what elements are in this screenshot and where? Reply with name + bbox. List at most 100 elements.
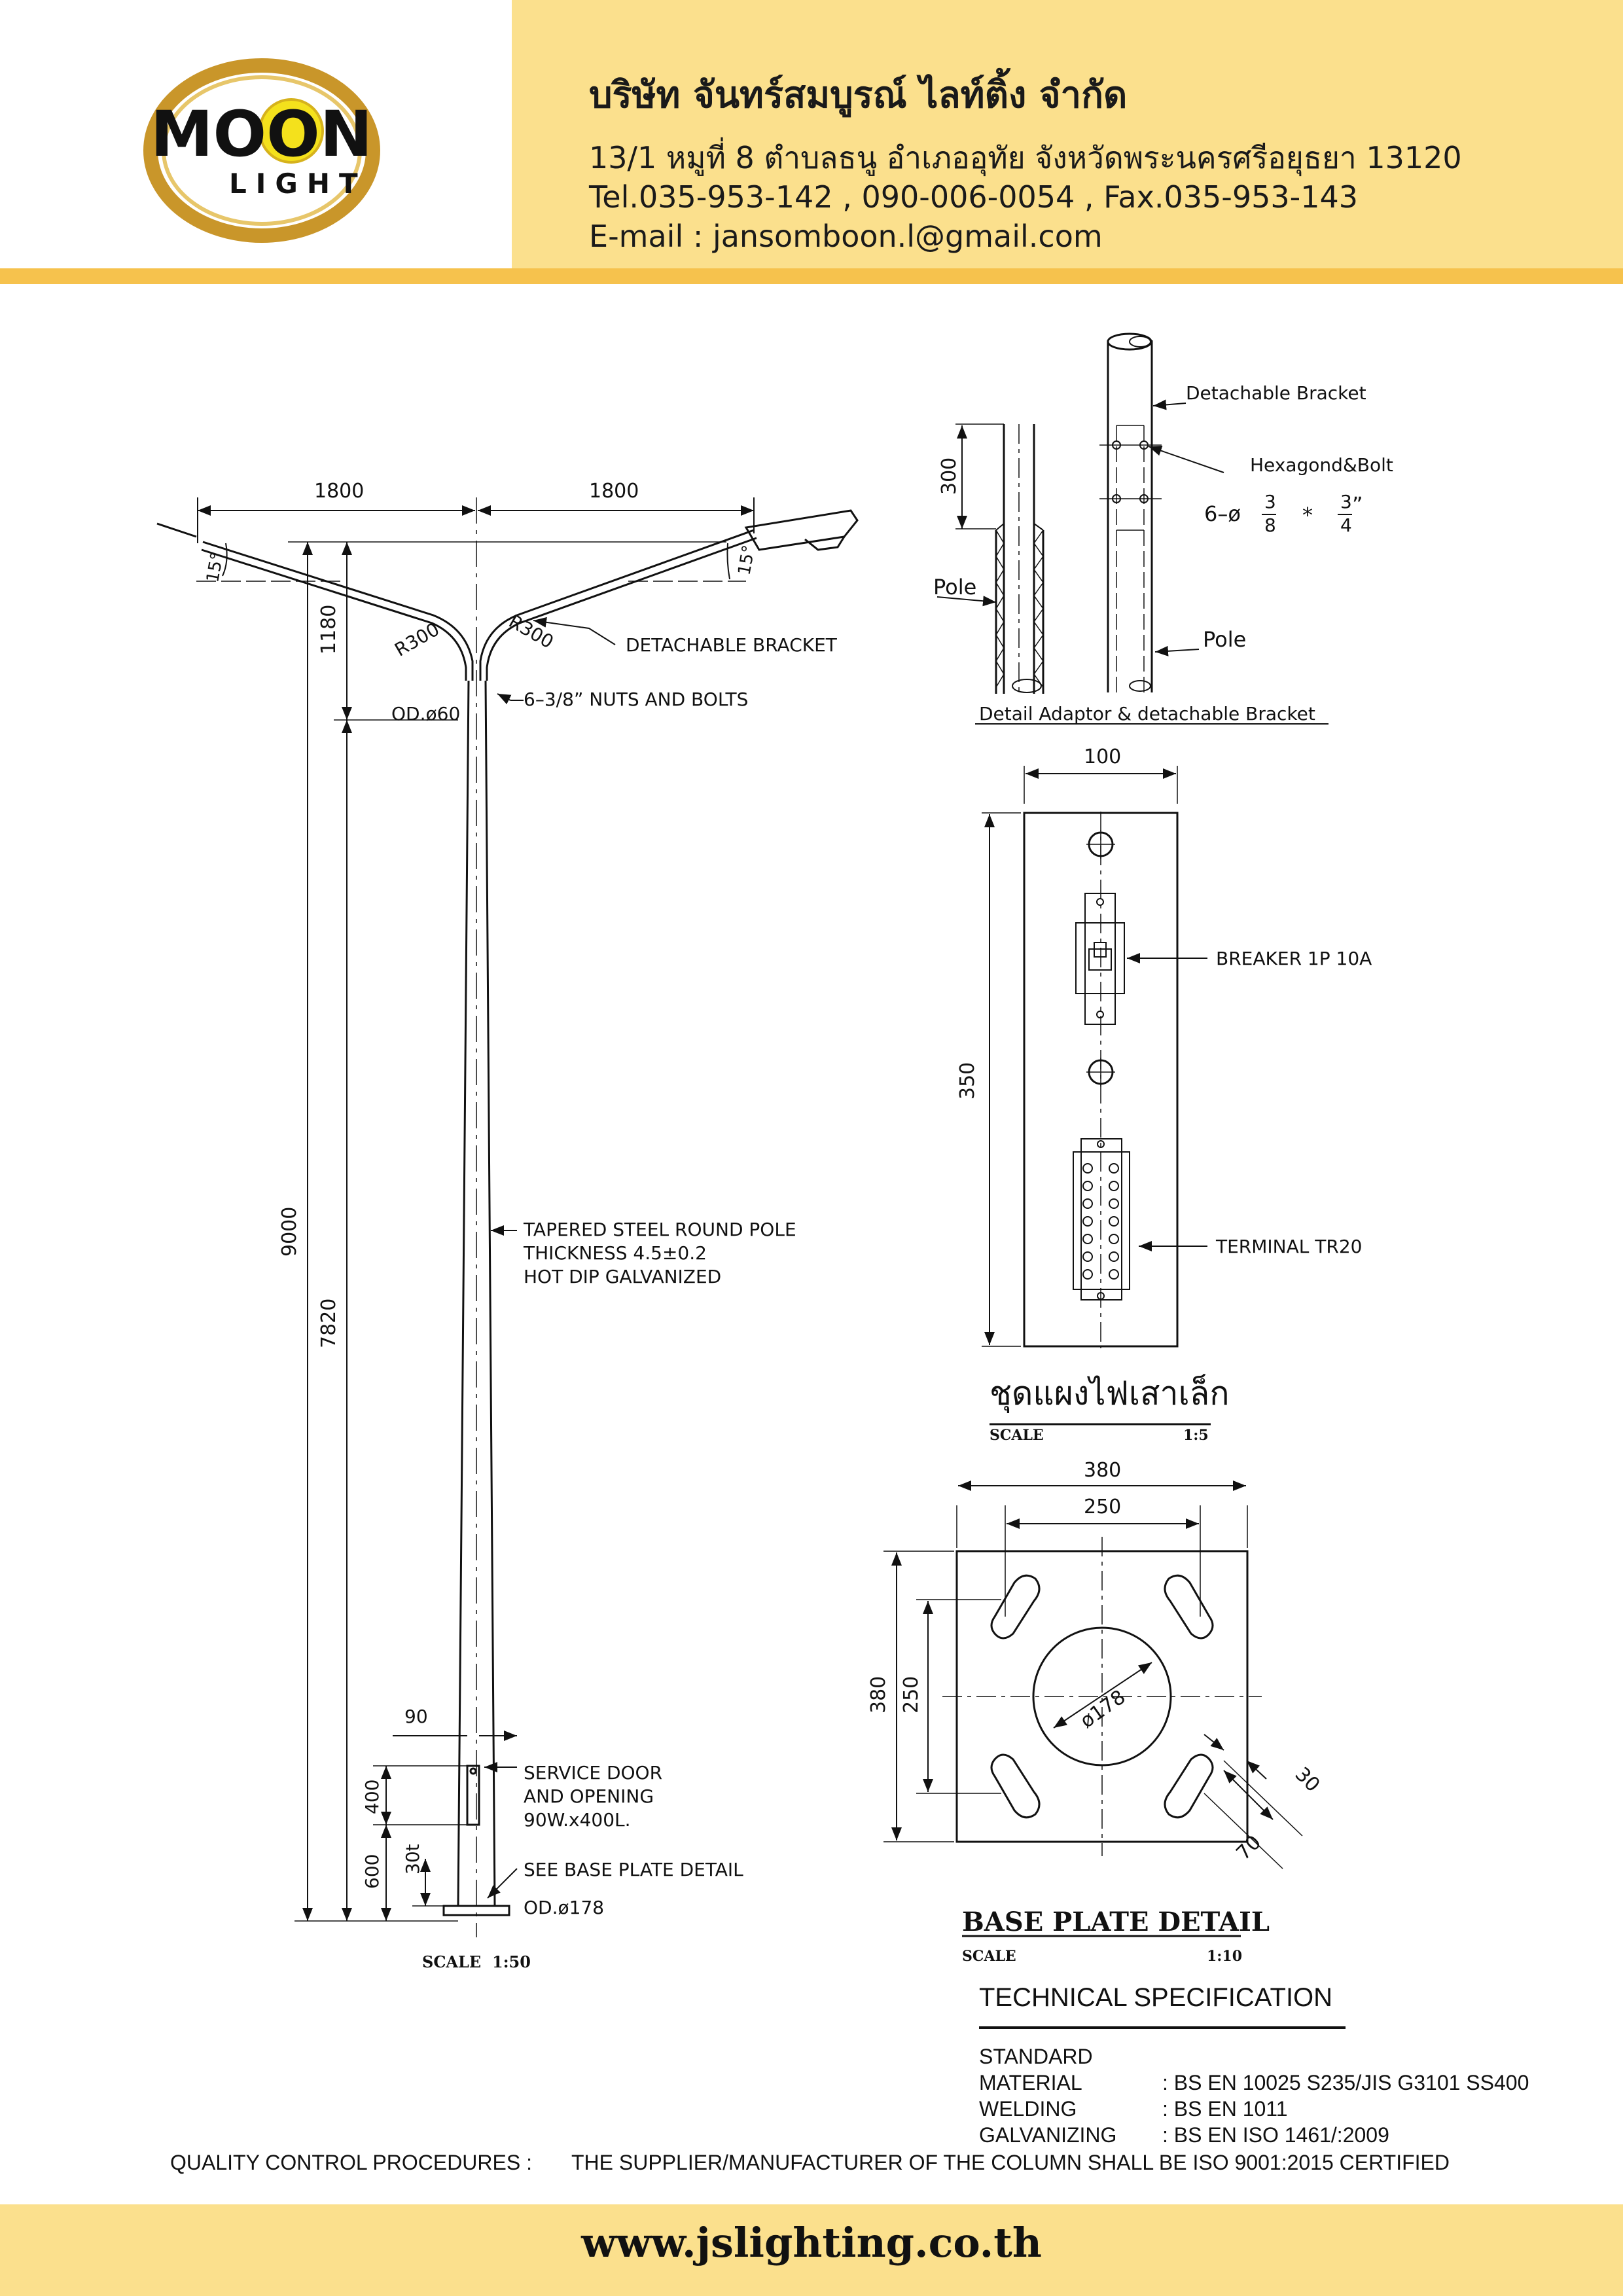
footer-band (0, 2204, 1623, 2296)
logo-bulb-icon (259, 98, 324, 164)
pole-scale-label: SCALE (422, 1952, 481, 1971)
tech-spec-standard: STANDARD (979, 2045, 1093, 2068)
logo-ring-inner (162, 75, 362, 226)
panel-scale-label: SCALE (990, 1427, 1044, 1444)
bolt-den-2: 4 (1340, 514, 1352, 536)
dim-arm-left: 1800 (314, 480, 364, 503)
tech-spec-rule (979, 2026, 1346, 2029)
door-screw-icon (469, 1767, 477, 1775)
base-outer-width: 380 (1084, 1459, 1121, 1482)
breaker-icon (1075, 893, 1125, 1025)
luminaire-lens (804, 536, 846, 551)
left-arm-end (156, 522, 197, 538)
dim-1180: 1180 (317, 605, 340, 655)
bracket-tube (1107, 340, 1153, 692)
tech-spec-key: GALVANIZING (979, 2123, 1117, 2147)
label-detachable-bracket: DETACHABLE BRACKET (626, 634, 838, 656)
quality-label: QUALITY CONTROL PROCEDURES : (170, 2151, 532, 2174)
tech-spec-table: STANDARD MATERIAL : BS EN 10025 S235/JIS … (979, 2043, 1529, 2148)
tech-spec-value: : BS EN ISO 1461/:2009 (1162, 2123, 1389, 2147)
dim-600: 600 (361, 1854, 383, 1889)
logo-text-main: MOON (151, 98, 372, 171)
panel-title: ชุดแผงไฟเสาเล็ก (990, 1374, 1230, 1413)
left-arm-inner (201, 548, 467, 681)
label-pole-left: Pole (933, 575, 976, 600)
adaptor-detail (936, 332, 1329, 725)
panel-scale-value: 1:5 (1183, 1427, 1209, 1444)
base-inner-height: 250 (900, 1676, 923, 1713)
pole-socket (995, 530, 1044, 694)
tech-spec-value: : BS EN 10025 S235/JIS G3101 SS400 (1162, 2071, 1529, 2094)
dim-door-width: 90 (404, 1706, 428, 1727)
angle-left: 15° (203, 551, 228, 584)
label-hexagon-bolt: Hexagond&Bolt (1250, 454, 1393, 476)
company-address: 13/1 หมูที่ 8 ตำบลธนู อำเภออุทัย จังหวัด… (589, 140, 1462, 175)
service-door-line-3: 90W.x400L. (524, 1809, 631, 1831)
website-link[interactable]: www.jslighting.co.th (581, 2219, 1042, 2267)
base-slot-width: 30 (1291, 1763, 1325, 1797)
label-nuts-bolts: 6–3/8” NUTS AND BOLTS (524, 689, 748, 710)
logo-ring (143, 58, 380, 243)
base-plate-detail (883, 1480, 1303, 1937)
bolt-hole-icon (1139, 494, 1149, 503)
company-name: บริษัท จันทร์สมบูรณ์ ไลท์ติ้ง จำกัด (589, 74, 1128, 117)
angle-right: 15° (734, 544, 759, 577)
label-breaker: BREAKER 1P 10A (1216, 948, 1372, 969)
quality-text: THE SUPPLIER/MANUFACTURER OF THE COLUMN … (571, 2151, 1450, 2174)
service-door-line-1: SERVICE DOOR (524, 1762, 662, 1784)
pole-scale-value: 1:50 (492, 1952, 531, 1971)
pole-elevation (156, 497, 859, 1937)
company-logo: MOON LIGHT (143, 58, 380, 243)
company-email: E-mail : jansomboon.l@gmail.com (589, 219, 1103, 254)
radius-right: R300 (505, 610, 558, 653)
terminal-block-icon (1073, 1138, 1130, 1300)
bolt-hole-icon (1139, 440, 1149, 450)
bolt-num-2: 3 (1340, 491, 1352, 512)
tech-spec-title: TECHNICAL SPECIFICATION (979, 1983, 1333, 2012)
dim-door-height: 400 (361, 1780, 383, 1814)
tech-spec-row: WELDING : BS EN 1011 (979, 2096, 1529, 2122)
company-info: บริษัท จันทร์สมบูรณ์ ไลท์ติ้ง จำกัด 13/1… (589, 65, 1462, 256)
service-door (466, 1765, 480, 1826)
bolt-inch: ” (1352, 492, 1363, 517)
left-arm (202, 541, 474, 681)
dim-7820: 7820 (317, 1299, 340, 1348)
dim-9000: 9000 (278, 1207, 301, 1257)
bolt-den-1: 8 (1264, 514, 1276, 536)
adaptor-caption: Detail Adaptor & detachable Bracket (979, 703, 1315, 725)
header-divider (0, 268, 1623, 284)
dim-30t: 30t (402, 1844, 423, 1874)
bolt-times: * (1302, 503, 1313, 528)
service-door-line-2: AND OPENING (524, 1785, 654, 1807)
pole-spec-line-2: THICKNESS 4.5±0.2 (523, 1242, 707, 1264)
tech-spec-value: : BS EN 1011 (1162, 2097, 1288, 2121)
panel-height: 350 (956, 1062, 979, 1100)
radius-left: R300 (391, 619, 443, 661)
base-scale-label: SCALE (962, 1948, 1016, 1965)
tech-spec-key: WELDING (979, 2097, 1077, 2121)
panel-detail (982, 766, 1211, 1426)
bolt-spec-prefix: 6–ø (1204, 501, 1241, 526)
label-top-od: OD.ø60 (391, 703, 460, 725)
base-hole-dia: ø178 (1076, 1685, 1130, 1732)
tech-spec-row: MATERIAL : BS EN 10025 S235/JIS G3101 SS4… (979, 2070, 1529, 2096)
base-outer-height: 380 (867, 1676, 890, 1713)
dim-arm-right: 1800 (589, 480, 639, 503)
label-base-plate-ref: SEE BASE PLATE DETAIL (524, 1859, 743, 1880)
logo-text-sub: LIGHT (229, 168, 367, 200)
company-phone: Tel.035-953-142 , 090-006-0054 , Fax.035… (589, 179, 1359, 215)
base-scale-value: 1:10 (1207, 1948, 1242, 1965)
panel-width: 100 (1084, 745, 1121, 768)
center-hole (1032, 1626, 1172, 1767)
right-arm (479, 529, 755, 681)
tech-spec-row: GALVANIZING : BS EN ISO 1461/:2009 (979, 2122, 1529, 2148)
tech-spec-key: MATERIAL (979, 2071, 1082, 2094)
label-detachable-bracket-detail: Detachable Bracket (1186, 382, 1366, 404)
pole-spec-line-3: HOT DIP GALVANIZED (524, 1266, 721, 1287)
base-plate-title: BASE PLATE DETAIL (962, 1907, 1270, 1937)
label-terminal: TERMINAL TR20 (1215, 1236, 1362, 1257)
bolt-hole-icon (1112, 494, 1121, 503)
quality-control-note: QUALITY CONTROL PROCEDURES : THE SUPPLIER… (170, 2151, 1450, 2175)
right-arm-inner (486, 537, 757, 681)
